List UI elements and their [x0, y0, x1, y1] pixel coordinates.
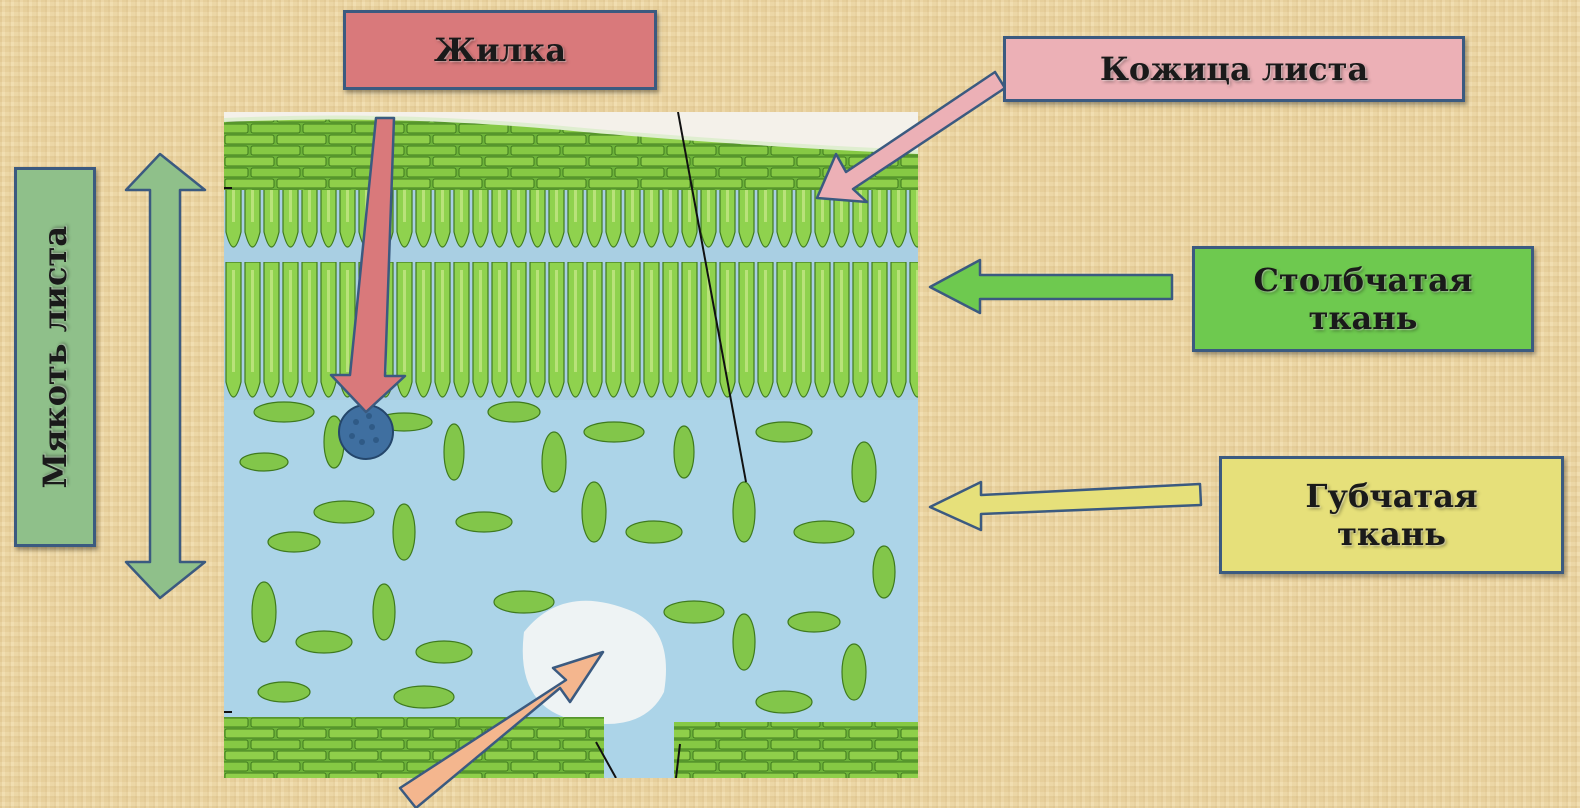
spongy-arrow: [930, 482, 1201, 530]
leaf-pulp-label: Мякоть листа: [14, 167, 96, 547]
palisade-tissue-label: Столбчатая ткань: [1192, 246, 1534, 352]
vein-label: Жилка: [343, 10, 657, 90]
leaf-pulp-double-arrow: [126, 154, 205, 598]
spongy-tissue-label: Губчатая ткань: [1219, 456, 1564, 574]
air-space-arrow: [400, 652, 603, 808]
leaf-pulp-label-text: Мякоть листа: [36, 226, 74, 489]
leaf-skin-label: Кожица листа: [1003, 36, 1465, 102]
leaf-skin-arrow: [817, 72, 1005, 202]
palisade-arrow: [930, 260, 1172, 313]
vein-arrow: [331, 118, 405, 412]
